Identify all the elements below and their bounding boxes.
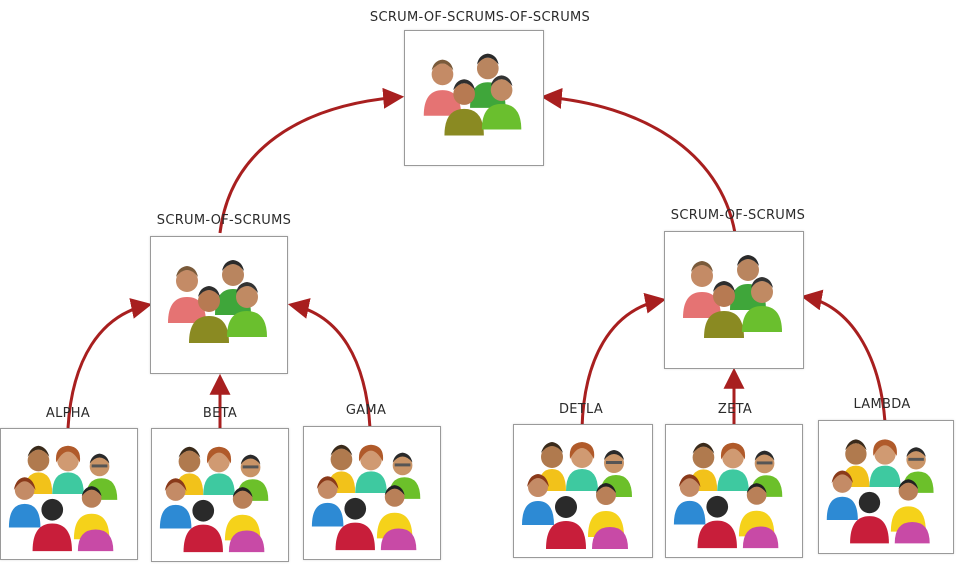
left-sos-label: SCRUM-OF-SCRUMS <box>156 213 292 228</box>
team-label-detla: DETLA <box>558 402 604 417</box>
people-team-icon <box>819 421 953 553</box>
team-label-lambda: LAMBDA <box>853 397 911 412</box>
arrow-lambda <box>800 289 887 423</box>
arrow-left-sos-to-top <box>218 87 405 234</box>
scrum-of-scrums-of-scrums-box <box>404 30 544 166</box>
team-box-gama <box>303 426 441 560</box>
arrow-gama <box>287 298 372 429</box>
arrow-detla <box>580 292 667 429</box>
arrow-alpha <box>66 298 153 429</box>
team-label-alpha: ALPHA <box>45 406 91 421</box>
arrow-right-sos-to-top <box>540 87 737 234</box>
team-box-zeta <box>665 424 803 558</box>
people-group-icon <box>665 232 803 368</box>
people-team-icon <box>514 425 652 557</box>
people-team-icon <box>1 429 137 559</box>
people-group-icon <box>151 237 287 373</box>
right-scrum-of-scrums-box <box>664 231 804 369</box>
left-scrum-of-scrums-box <box>150 236 288 374</box>
top-group-label: SCRUM-OF-SCRUMS-OF-SCRUMS <box>369 10 591 25</box>
team-label-beta: BETA <box>202 406 238 421</box>
team-box-alpha <box>0 428 138 560</box>
team-label-gama: GAMA <box>345 403 387 418</box>
team-box-beta <box>151 428 289 562</box>
team-box-lambda <box>818 420 954 554</box>
team-label-zeta: ZETA <box>717 402 753 417</box>
right-sos-label: SCRUM-OF-SCRUMS <box>670 208 806 223</box>
people-team-icon <box>304 427 440 559</box>
people-team-icon <box>152 429 288 561</box>
team-box-detla <box>513 424 653 558</box>
people-team-icon <box>666 425 802 557</box>
people-group-icon <box>405 31 543 165</box>
